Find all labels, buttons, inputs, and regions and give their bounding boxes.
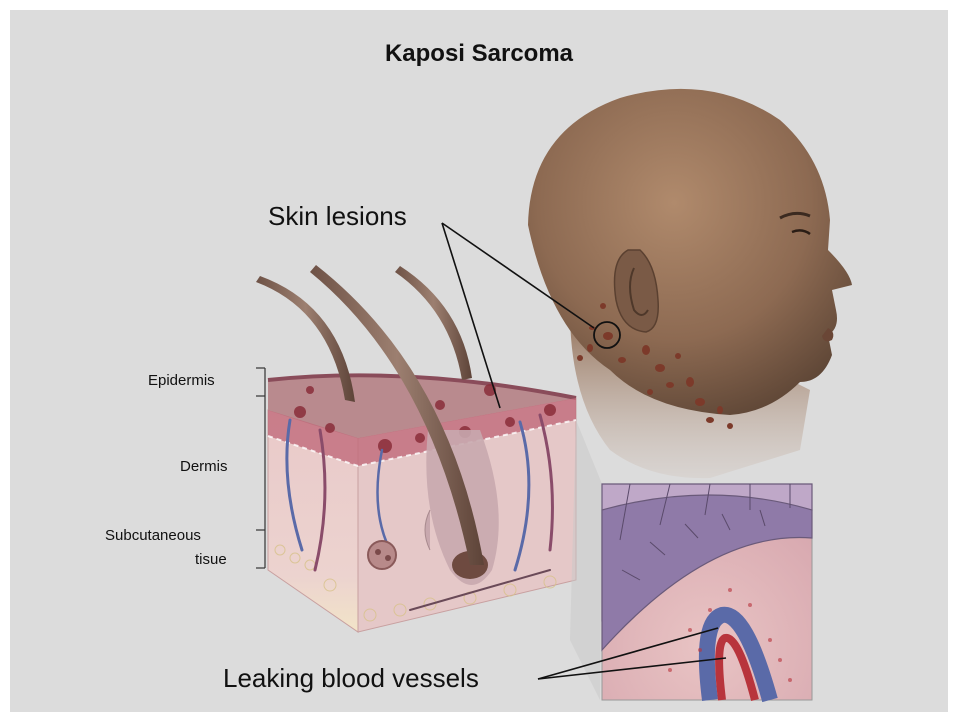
- label-epidermis: Epidermis: [148, 372, 215, 389]
- sweat-gland: [368, 541, 396, 569]
- label-dermis: Dermis: [180, 458, 228, 475]
- label-skin-lesions: Skin lesions: [268, 201, 407, 232]
- illustration-panel: Kaposi Sarcoma Skin lesions Leaking bloo…: [10, 10, 948, 712]
- illustration-artwork: [10, 10, 948, 712]
- figure-title: Kaposi Sarcoma: [10, 40, 948, 68]
- layer-bracket: [256, 368, 265, 568]
- head-profile: [528, 89, 852, 478]
- label-subcutaneous: Subcutaneous: [105, 527, 201, 544]
- label-leaking-blood-vessels: Leaking blood vessels: [223, 663, 479, 694]
- label-tissue: tisue: [195, 551, 227, 568]
